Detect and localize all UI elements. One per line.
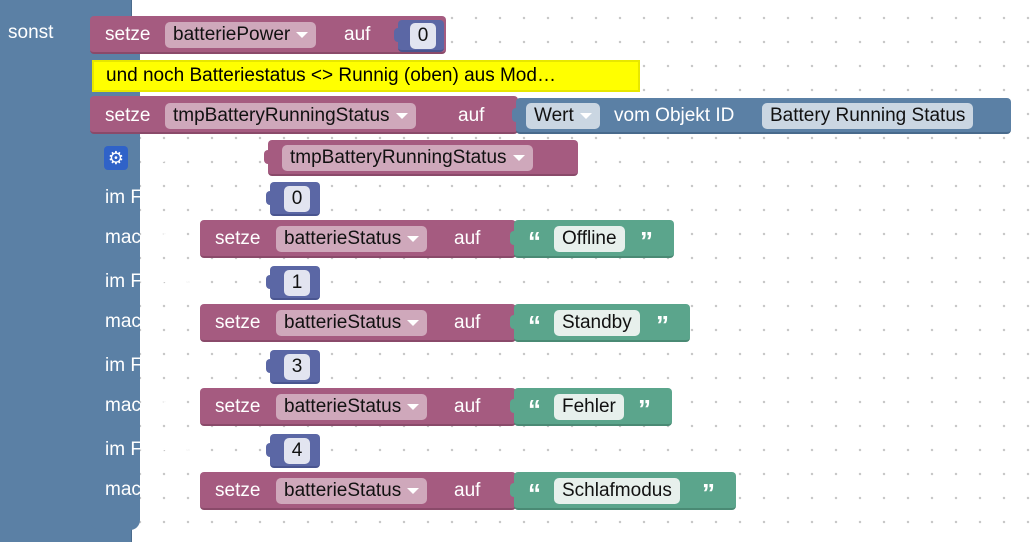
set-label: setze <box>105 24 151 45</box>
text-block-standby[interactable]: “ Standby ” <box>510 304 690 342</box>
variable-dropdown-batteriestatus[interactable]: batterieStatus <box>276 394 428 420</box>
object-prefix-label: vom Objekt ID <box>614 105 735 126</box>
quote-open-icon: “ <box>528 310 541 340</box>
quote-close-icon: ” <box>702 478 715 508</box>
variable-dropdown-batteriestatus[interactable]: batterieStatus <box>276 226 428 252</box>
else-label: sonst <box>8 22 54 43</box>
comment-block[interactable]: und noch Batteriestatus <> Runnig (oben)… <box>92 60 640 92</box>
input-jack-icon <box>512 108 520 122</box>
input-jack-icon <box>264 150 272 164</box>
input-jack-icon <box>510 399 518 413</box>
case-label: im Falle von <box>105 187 208 208</box>
set-label: setze <box>215 480 261 501</box>
dropdown-arrow-icon <box>407 235 420 242</box>
variable-dropdown-switch[interactable]: tmpBatteryRunningStatus <box>282 145 533 171</box>
to-label: auf <box>454 228 481 249</box>
text-block-schlafmodus[interactable]: “ Schlafmodus ” <box>510 472 736 510</box>
object-id-field[interactable]: Battery Running Status <box>762 103 974 129</box>
text-field[interactable]: Schlafmodus <box>554 478 680 504</box>
case-value-field[interactable]: 0 <box>284 186 310 212</box>
input-jack-icon <box>510 483 518 497</box>
dropdown-arrow-icon <box>296 31 309 38</box>
to-label: auf <box>454 312 481 333</box>
input-jack-icon <box>266 359 274 373</box>
set-batteriestatus-block[interactable]: setze batterieStatus auf <box>200 304 516 342</box>
case-value-field[interactable]: 1 <box>284 270 310 296</box>
quote-open-icon: “ <box>528 478 541 508</box>
set-batteriepower-block[interactable]: setze batteriePower auf 0 <box>90 16 446 54</box>
case-value-field[interactable]: 3 <box>284 354 310 380</box>
dropdown-arrow-icon <box>407 319 420 326</box>
dropdown-arrow-icon <box>407 487 420 494</box>
text-block-fehler[interactable]: “ Fehler ” <box>510 388 672 426</box>
case-label: im Falle von <box>105 439 208 460</box>
variable-block-tmpbatteryrunningstatus[interactable]: tmpBatteryRunningStatus <box>264 140 578 176</box>
switch-label: der Fall ist <box>146 146 234 167</box>
quote-open-icon: “ <box>528 226 541 256</box>
case-value-block[interactable]: 0 <box>266 182 320 216</box>
variable-dropdown-batteriestatus[interactable]: batterieStatus <box>276 478 428 504</box>
text-field[interactable]: Standby <box>554 310 640 336</box>
gear-icon[interactable]: ⚙ <box>104 146 128 170</box>
case-value-block[interactable]: 3 <box>266 350 320 384</box>
input-jack-icon <box>394 28 402 42</box>
dropdown-arrow-icon <box>512 154 525 161</box>
set-batteriestatus-block[interactable]: setze batterieStatus auf <box>200 220 516 258</box>
number-block-0[interactable]: 0 <box>394 20 444 52</box>
dropdown-arrow-icon <box>579 112 592 119</box>
case-label: im Falle von <box>105 271 208 292</box>
quote-open-icon: “ <box>528 394 541 424</box>
variable-dropdown-tmpbatteryrunningstatus[interactable]: tmpBatteryRunningStatus <box>165 103 416 129</box>
case-value-block[interactable]: 1 <box>266 266 320 300</box>
case-value-block[interactable]: 4 <box>266 434 320 468</box>
input-jack-icon <box>510 231 518 245</box>
property-dropdown[interactable]: Wert <box>526 103 600 129</box>
set-label: setze <box>105 105 151 126</box>
quote-close-icon: ” <box>640 226 653 256</box>
set-label: setze <box>215 396 261 417</box>
input-jack-icon <box>266 275 274 289</box>
text-field[interactable]: Offline <box>554 226 625 252</box>
get-state-block[interactable]: Wert vom Objekt ID Battery Running Statu… <box>512 98 1011 134</box>
to-label: auf <box>454 480 481 501</box>
set-batteriestatus-block[interactable]: setze batterieStatus auf <box>200 388 516 426</box>
number-field[interactable]: 0 <box>410 23 436 49</box>
input-jack-icon <box>510 315 518 329</box>
quote-close-icon: ” <box>656 310 669 340</box>
quote-close-icon: ” <box>638 394 651 424</box>
text-field[interactable]: Fehler <box>554 394 624 420</box>
set-tmpbatteryrunningstatus-block[interactable]: setze tmpBatteryRunningStatus auf <box>90 96 518 134</box>
set-batteriestatus-block[interactable]: setze batterieStatus auf <box>200 472 516 510</box>
do-label: machen <box>105 395 173 416</box>
to-label: auf <box>454 396 481 417</box>
set-label: setze <box>215 228 261 249</box>
variable-dropdown-batteriestatus[interactable]: batterieStatus <box>276 310 428 336</box>
case-label: im Falle von <box>105 355 208 376</box>
do-label: machen <box>105 311 173 332</box>
to-label: auf <box>344 24 371 45</box>
input-jack-icon <box>266 443 274 457</box>
variable-dropdown-batteriepower[interactable]: batteriePower <box>165 22 317 48</box>
dropdown-arrow-icon <box>407 403 420 410</box>
to-label: auf <box>458 105 485 126</box>
dropdown-arrow-icon <box>395 112 408 119</box>
input-jack-icon <box>266 191 274 205</box>
comment-text: und noch Batteriestatus <> Runnig (oben)… <box>106 65 556 86</box>
do-label: machen <box>105 479 173 500</box>
set-label: setze <box>215 312 261 333</box>
text-block-offline[interactable]: “ Offline ” <box>510 220 674 258</box>
case-value-field[interactable]: 4 <box>284 438 310 464</box>
do-label: machen <box>105 227 173 248</box>
